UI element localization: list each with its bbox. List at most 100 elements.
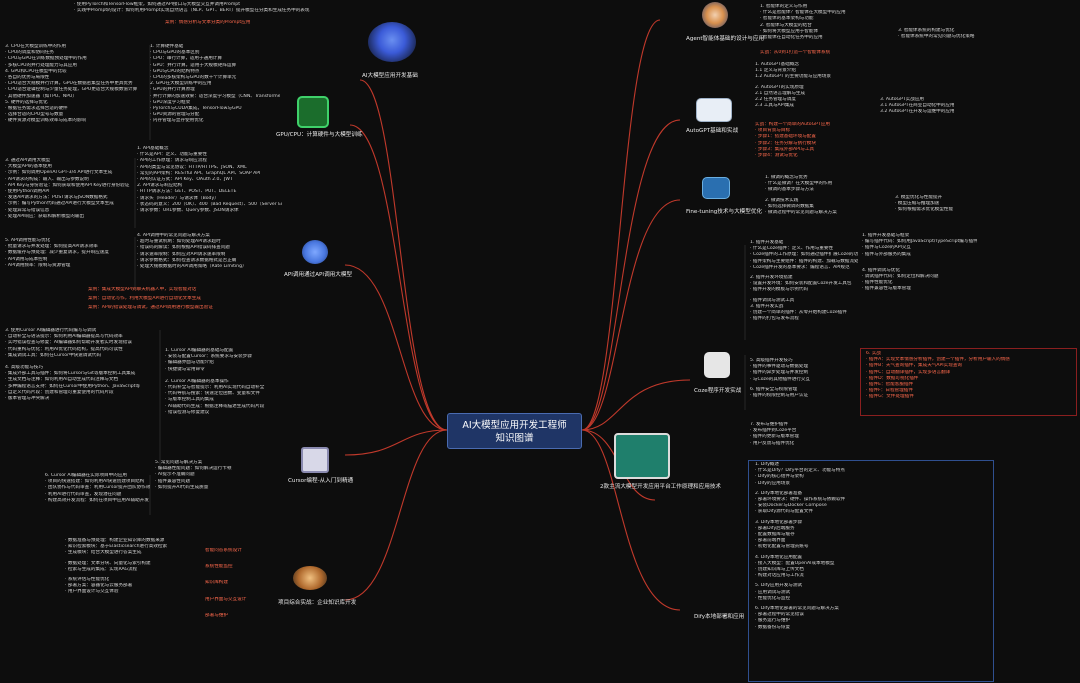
text-line: 2. 插件开发环境搭建 [750, 275, 793, 281]
text-line: · 状态码的意义：200（OK）、400（Bad Request）、500（Se… [137, 201, 282, 207]
text-line: · HTTP请求方法：GET、POST、PUT、DELETE [137, 189, 237, 195]
text-line: · 代码重构与优化：利用AI优化代码结构，提高代码可读性 [5, 346, 123, 352]
branch-cursor[interactable]: Cursor编程-从入门到精通 [288, 478, 354, 484]
text-line: · 集成外部工具与插件：如何将Cursor与Git等版本控制工具集成 [5, 371, 136, 377]
text-line: 1. 微调的概念与优势 [765, 175, 808, 180]
branch-platform-label: 2款主流大模型开发应用平台工作原理和应用技术 [600, 484, 722, 490]
branch-autogpt[interactable]: AutoGPT基础和实战 [686, 128, 739, 134]
text-line: · 插件与Coze的API交互 [862, 245, 912, 251]
connector-gpu [349, 124, 448, 431]
branch-coze[interactable]: Coze程序开发实战 [694, 388, 742, 394]
branch-rag[interactable]: 项目综合实战：企业知识库开发 [278, 600, 357, 606]
case-line: 智能问答系统设计 [205, 548, 242, 553]
text-line: · PyTorch与CUDA集成，TensorFlow与GPU [150, 106, 242, 112]
text-line: · 用户反馈与插件优化 [750, 440, 795, 446]
autogpt-left-block: 1. AutoGPT基础概念 1.1 定义与背景介绍 1.2 AutoGPT 的… [755, 62, 875, 109]
gpu-right-block: 1. 计算硬件基础 · CPU与GPU的基本区别 · CPU：串行计算，适用于通… [150, 44, 280, 125]
rag-block: · 数据准备与预处理：构建企业知识库的数据来源 · 知识检索模块：基于Elast… [65, 538, 195, 596]
text-line: · 用户界面设计与交互体验 [65, 589, 119, 595]
text-line: · 数据备份与恢复 [755, 624, 791, 630]
text-line: · 发布插件到Coze平台 [750, 428, 797, 434]
branch-gpu[interactable]: GPU/CPU：计算硬件与大模型训练 [276, 132, 363, 138]
text-line: 1. API基础概念 [137, 146, 169, 151]
coze-left-block: 1. 插件开发基础 · 什么是Coze插件：定义、作用与重要性 · Coze插件… [750, 240, 858, 322]
text-line: · 插件性能优化 [862, 280, 893, 286]
api-left-block: 3. 通过API调用大模型 · 大模型API的基本使用 · 示例：如何调用Ope… [5, 158, 133, 220]
text-line: · 实践中Prompt的设计：如何利用Prompt实现自然语言（NLP、GPT、… [74, 8, 310, 14]
text-line: · 插件的事件驱动与数据处理 [750, 364, 809, 370]
text-line: · 集成调试工具：如何在Cursor中快速调试代码 [5, 352, 102, 358]
case-line: 部署与维护 [205, 612, 228, 618]
branch-agent[interactable]: Agent智能体基础的设计与应用 [686, 36, 765, 42]
text-line: 6. 插件安全与权限管理 [750, 386, 798, 392]
text-line: · 如何提升AI代码生成质量 [155, 484, 209, 490]
agent-right-block: 3. 智能体系统的构建与优化 · 智能体系统中的常见问题与优化策略 [898, 28, 1018, 40]
text-line: 3. CPU在大模型训练中的作用 [5, 44, 67, 49]
center-node[interactable]: AI大模型应用开发工程师 知识图谱 [447, 413, 582, 449]
text-line: · 微调的基本步骤与方法 [765, 187, 814, 193]
text-line: · 插件的权限控制与用户认证 [750, 393, 809, 399]
basics-case-note: 案例：情感分析与文本分类的Prompt应用 [165, 20, 295, 26]
text-line: · 与Coze的其他插件进行交互 [750, 376, 811, 382]
text-line: 2.3 工具与API集成 [755, 103, 795, 109]
text-line: 5. API调用性能与优化 [5, 238, 51, 243]
coze-practice-notes: 6. 实战 · 插件A：实现文本情感分析插件，创建一个插件，分析用户输入的情感 … [866, 351, 1072, 401]
case-line: · 插件A：实现文本情感分析插件，创建一个插件，分析用户输入的情感 [866, 357, 1010, 363]
text-line: · CPU：串行计算，适用于通用计算 [150, 56, 222, 62]
text-line: · 构建对话应用与工作流 [755, 573, 804, 579]
branch-basics[interactable]: AI大模型应用开发基础 [362, 73, 418, 79]
text-line: · API请求的构成：输入、输出与参数说明 [5, 176, 89, 182]
text-line: · 调试插件代码：如何定位和解决问题 [862, 274, 939, 280]
case-line: · 插件E：智能客服插件 [866, 382, 914, 388]
team-icon [293, 566, 327, 590]
text-line: · 自定义代码片段：创建和管理可重复使用的代码片段 [5, 389, 114, 395]
text-line: 1. 智能体的定义与作用 [760, 4, 808, 9]
text-line: · 大模型API的基本使用 [5, 164, 52, 170]
text-line: · 智能体在自动化任务中的应用 [760, 35, 823, 41]
center-title-1: AI大模型应用开发工程师 [462, 420, 567, 431]
text-line: · 插件架构与主要组件：插件的构建、加载与数据流处理 [750, 258, 858, 264]
text-line: · API的工作原理：请求与响应流程 [137, 158, 207, 164]
text-line: · API的认证方式：API Key、OAuth 2.0、JWT [137, 177, 233, 183]
coze-right-block: 1. 插件开发基础与框架 · 编写插件代码：如何用JavaScript/Type… [862, 233, 977, 293]
text-line: 3. 插件开发实战 [750, 303, 784, 309]
branch-platform[interactable]: 2款主流大模型开发应用平台工作原理和应用技术 [600, 484, 721, 492]
text-line: · 并行计算的加速效果：适合深度学习模型（CNN、Transformer） [150, 93, 280, 99]
branch-dify[interactable]: Dify本地部署和应用 [694, 614, 745, 620]
text-line: · 团队协作与代码审查：利用Cursor提升团队协作效率 [45, 485, 150, 491]
code-icon [702, 177, 730, 199]
text-line: · 插件调试与测试工具 [750, 297, 795, 303]
text-line: · 插件的异步处理与并发控制 [750, 370, 809, 376]
text-line: · 安装Docker与Docker Compose [755, 503, 827, 509]
case-line: · 步骤4：测试与优化 [755, 153, 798, 159]
text-line: 6. Dify本地化部署的常见问题与解决方案 [755, 606, 839, 612]
text-line: · 处理大规模数据时的API调用策略（Rate Limiting） [137, 264, 247, 270]
text-line: · 利用AI进行代码审查，发现潜在问题 [45, 491, 122, 497]
text-line: · AI辅助代码生成：根据注释或描述生成代码片段 [165, 403, 265, 409]
text-line: 2. AutoGPT的实现原理 [755, 84, 804, 90]
cursor-right-block-2: 5. 常见问题与解决方案 · 编辑器性能问题：如何解决运行卡顿 · AI提示不准… [155, 460, 285, 491]
connector-rag [344, 429, 448, 601]
text-line: · 生成模块：结合大模型进行答案生成 [65, 550, 142, 556]
text-line: 2. 微调技术实践 [765, 197, 799, 203]
case-line: · 插件G：文件处理插件 [866, 394, 914, 400]
text-line: · 处理API响应：获取和解析模型的输出 [5, 213, 85, 219]
connector-dify [581, 429, 681, 611]
text-line: · 代码补全与智能提示：利用AI实现代码自动补全 [165, 385, 265, 391]
text-line: · 什么是Coze插件：定义、作用与重要性 [750, 246, 834, 252]
cursor-left-block: 3. 使用Cursor AI编辑器进行代码编写与调试 · 自动补全与语法提示：如… [5, 328, 160, 402]
text-line: · 编辑器界面与功能介绍 [165, 360, 214, 366]
text-line: · 接入大模型：配置OpenAI或本地模型 [755, 560, 835, 566]
branch-api[interactable]: API调用通过API调用大模型 [284, 272, 353, 278]
text-line: · 发送API请求的方法：POST请求与JSON数据格式 [5, 195, 108, 201]
text-line: · CPU与GPU在训练数据预处理中的作用 [5, 56, 87, 62]
branch-finetune[interactable]: Fine-tuning技术与大模型优化 [686, 209, 763, 215]
text-line: · 性能优化与监控 [755, 595, 791, 601]
chip-icon [297, 96, 329, 128]
basics-top-block: · 使用PyTorch和TensorFlow框架，如何通过API接口与大模型交互… [74, 2, 314, 14]
text-line: 1.1 定义与背景介绍 [755, 68, 796, 74]
case-line: · 步骤3：集成外部API与工具 [755, 146, 815, 152]
text-line: · 硬件资源对模型训练效率与成本的影响 [5, 118, 87, 124]
text-line: · 模型压缩与推理加速 [895, 201, 940, 207]
